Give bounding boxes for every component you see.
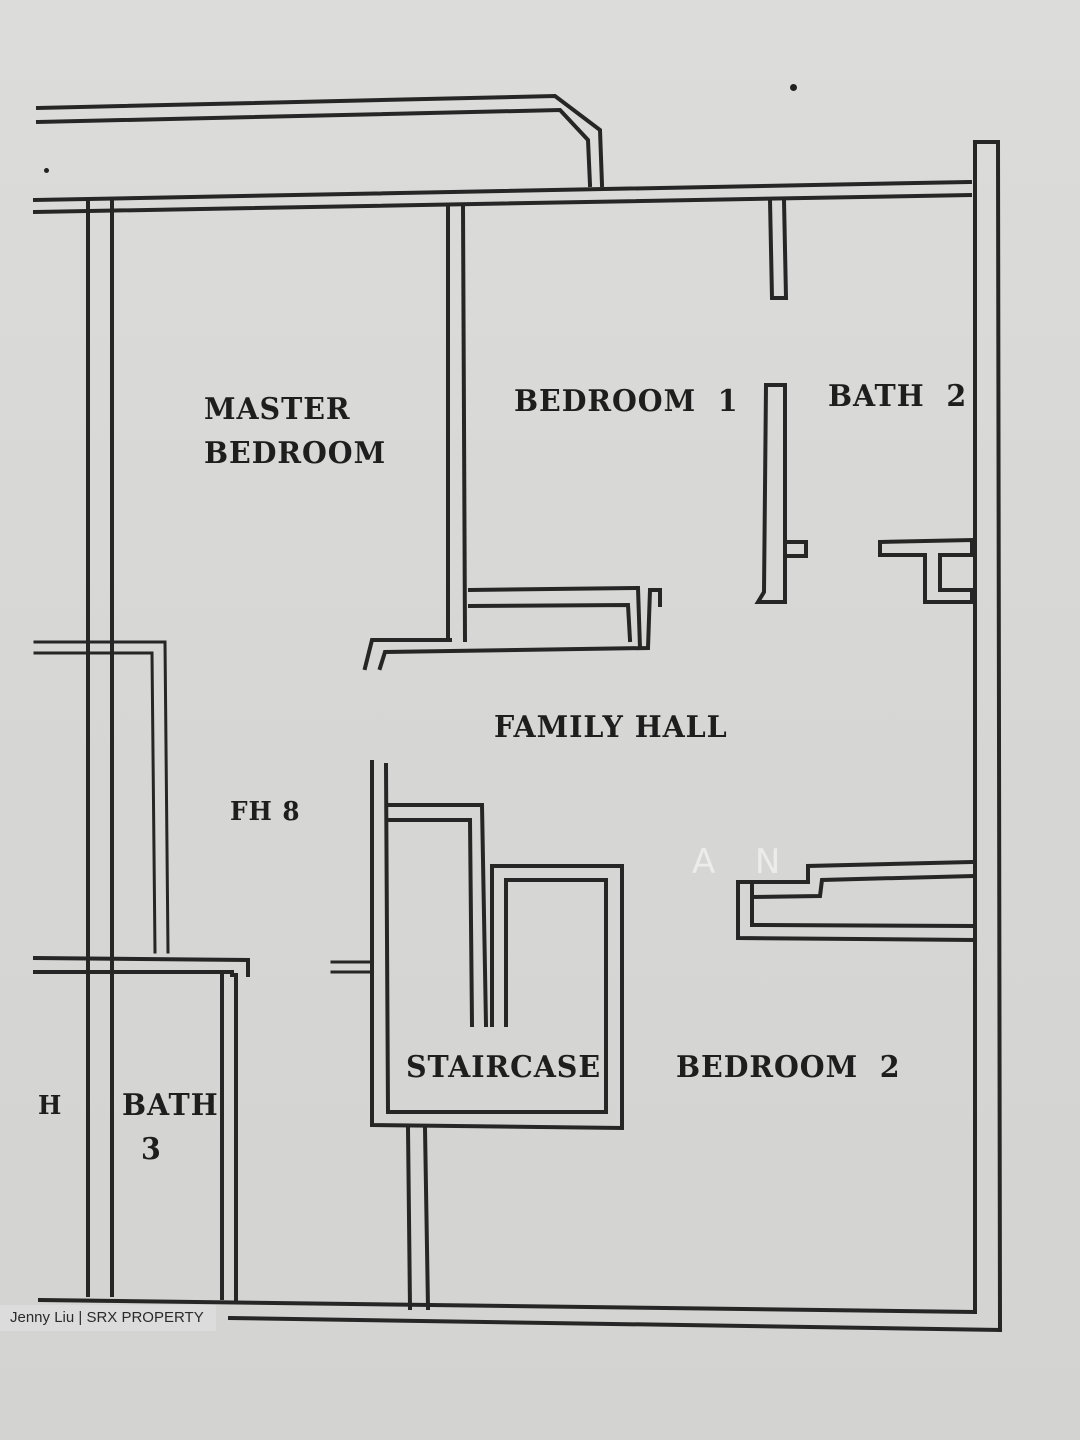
bath-3-label: BATH 3 [122,1084,219,1172]
top-duct-wall [35,93,605,188]
speck-mark [790,84,797,91]
corridor-stub [330,960,374,974]
speck-mark [44,168,49,173]
bath-3-line2: 3 [141,1132,162,1167]
fh-label: FH 8 [230,797,301,827]
bedroom1-bottom-wall [362,585,662,671]
bath3-top-wall [32,955,250,977]
left-stub-wall [33,640,170,954]
faint-watermark-text: A N [692,842,787,882]
top-exterior-wall [32,179,973,215]
bottom-exterior-wall [37,1297,1003,1333]
bedroom-1-label: BEDROOM 1 [514,384,739,419]
bedroom-2-label: BEDROOM 2 [676,1050,901,1085]
bedroom2-upper-wall [736,859,978,943]
master-left-wall [86,198,114,1297]
staircase-inner-wall [386,803,489,1028]
master-bedroom-label: MASTER BEDROOM [204,388,386,476]
staircase-label: STAIRCASE [406,1050,602,1085]
edge-h-label: H [38,1091,63,1121]
bath2-lower-partition [754,383,808,604]
bath2-right-fixture [878,537,974,604]
bath2-upper-partition [767,197,789,300]
bath-2-label: BATH 2 [828,379,968,414]
family-hall-label: FAMILY HALL [494,710,728,745]
right-exterior-wall [973,140,1003,1333]
master-bedroom-line2: BEDROOM [204,436,387,471]
bath-3-line1: BATH [122,1088,219,1123]
source-watermark: Jenny Liu | SRX PROPERTY [0,1305,216,1331]
bath3-right-wall [220,973,238,1302]
master-bedroom-line1: MASTER [204,392,351,427]
corridor-lower-wall [405,1125,431,1311]
staircase-outer-wall [370,760,624,1131]
master-bedroom1-partition [446,202,468,643]
